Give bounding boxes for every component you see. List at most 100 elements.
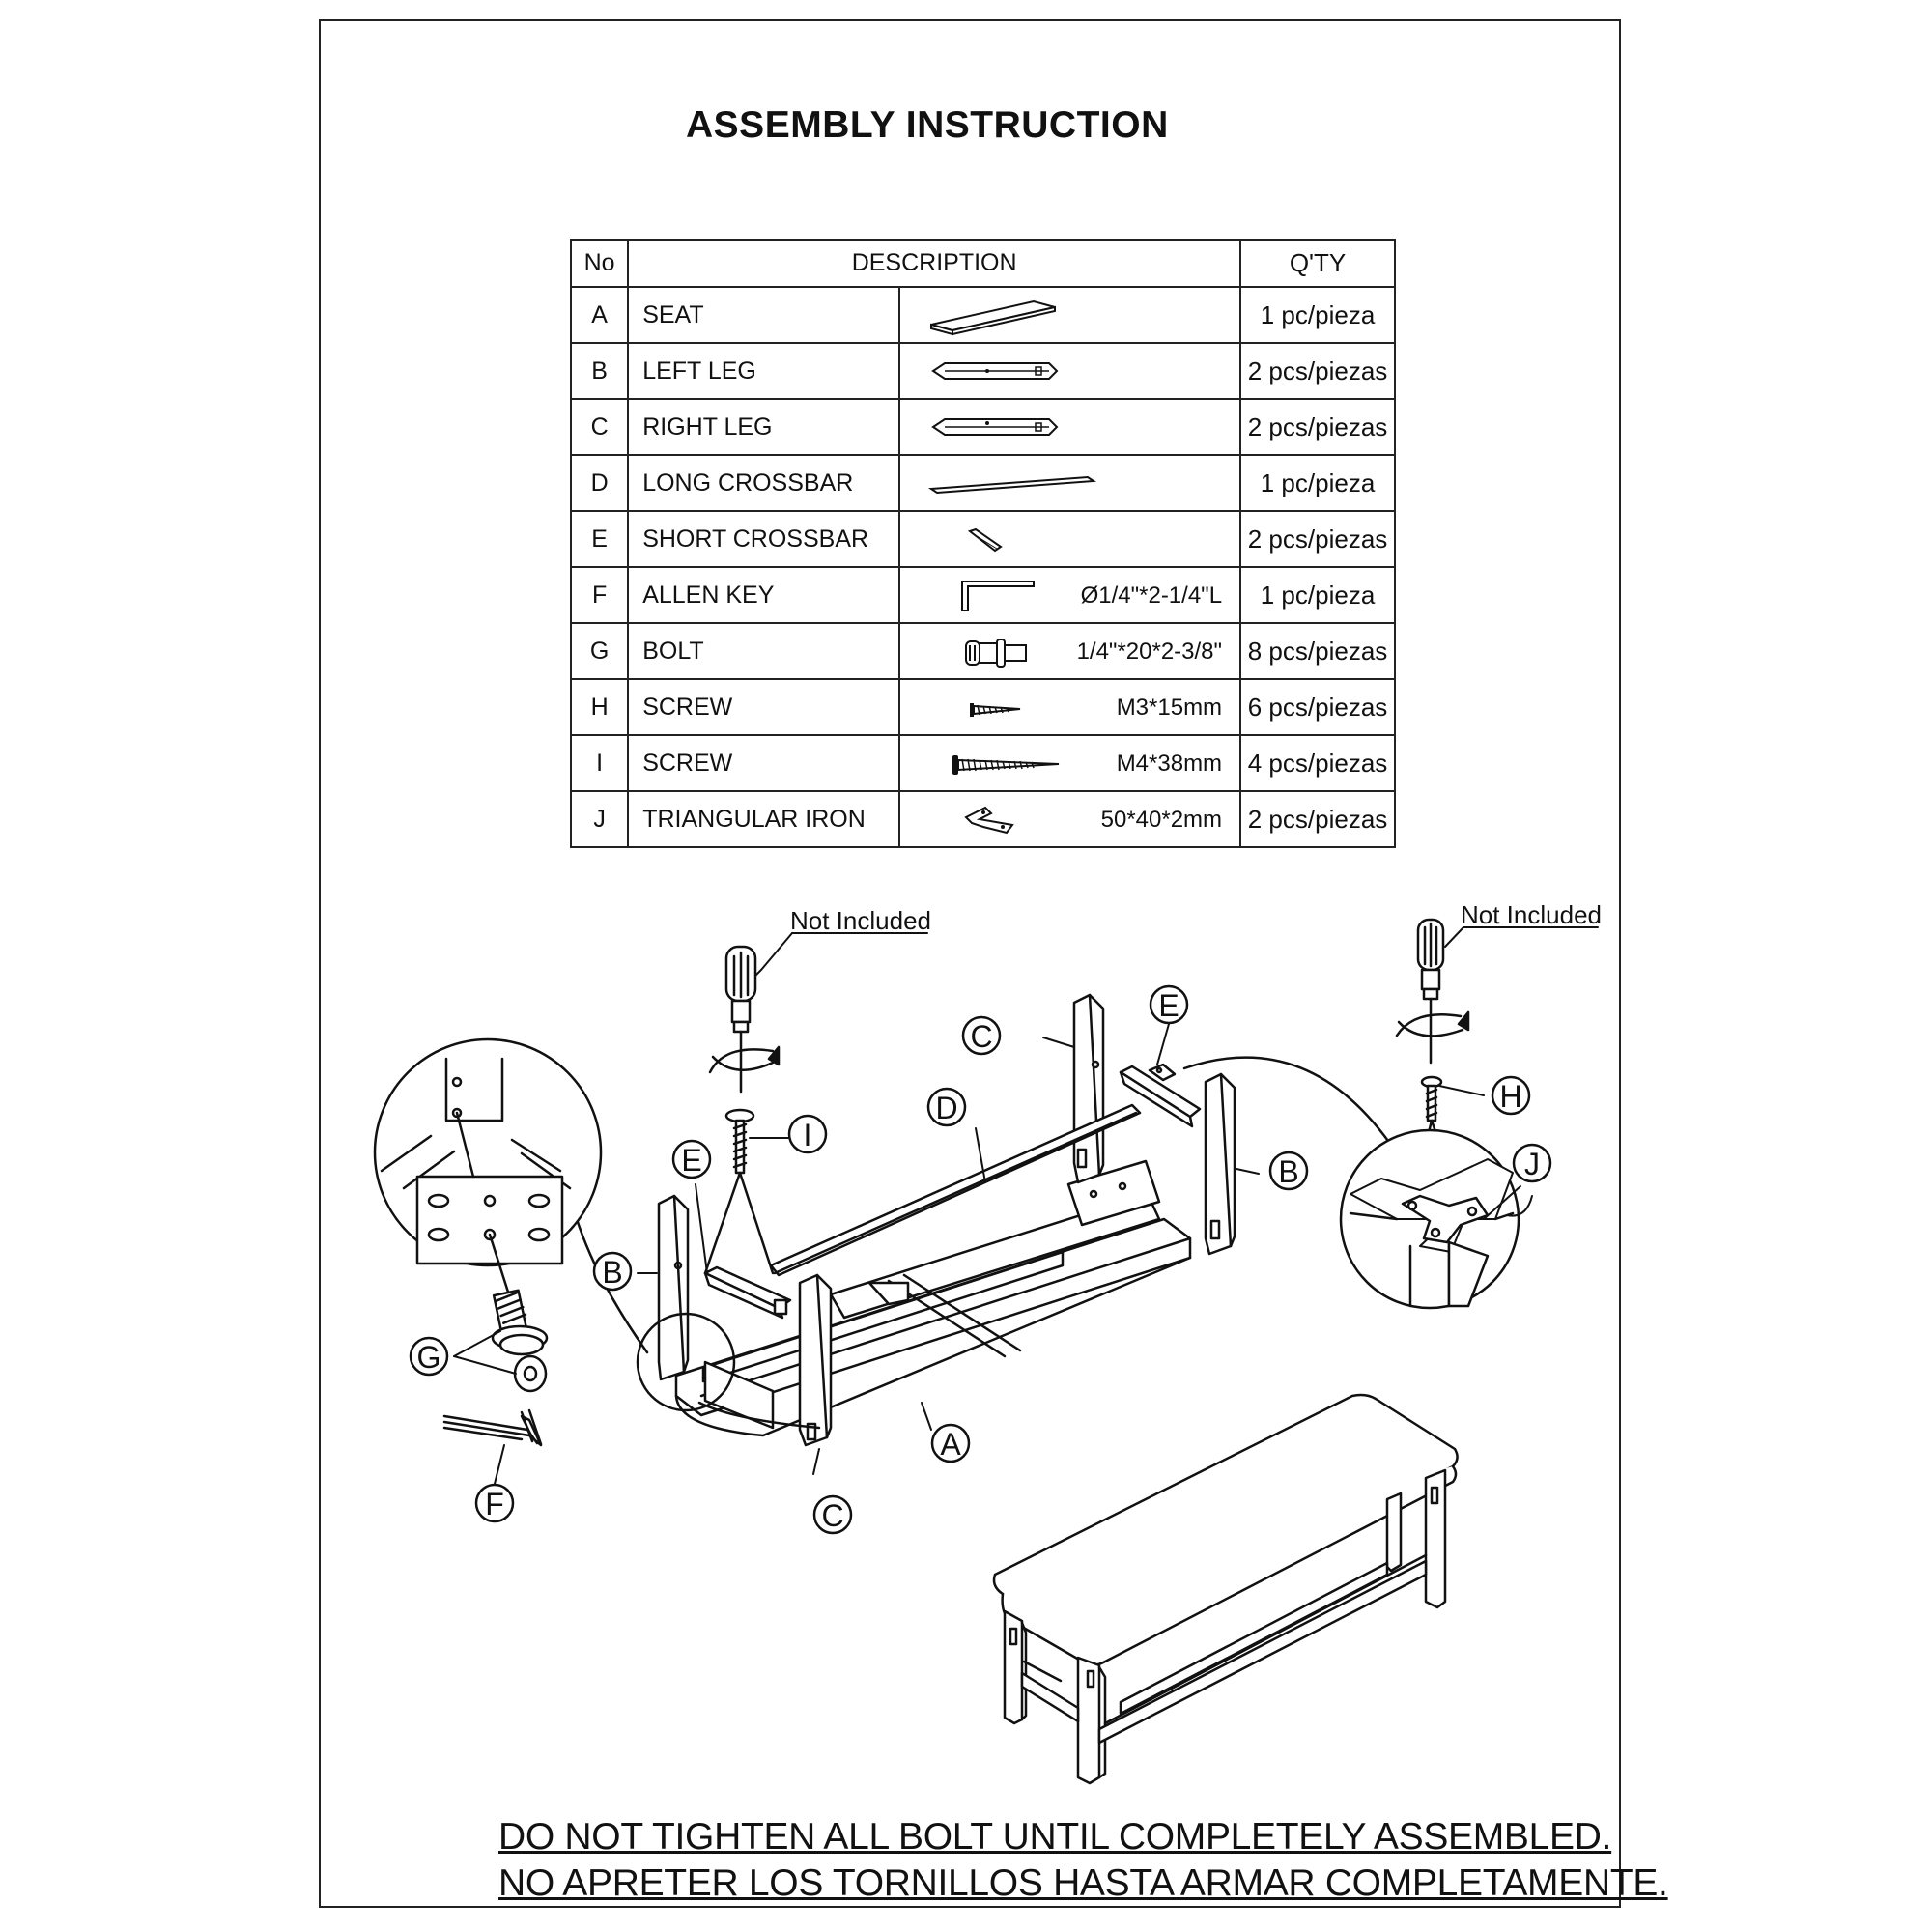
- part-qty: 2 pcs/piezas: [1239, 398, 1396, 456]
- part-description: SEAT: [627, 286, 900, 344]
- assembled-bench: [992, 1393, 1459, 1785]
- part-no: D: [569, 454, 630, 512]
- callout-e-left: [671, 1139, 712, 1179]
- label-e: E: [681, 1143, 701, 1178]
- part-description: LEFT LEG: [627, 342, 900, 400]
- table-row: F ALLEN KEY Ø1/4"*2-1/4"L 1 pc/pieza: [569, 566, 1396, 624]
- not-included-note-left: Not Included: [790, 906, 931, 935]
- part-no: J: [569, 790, 630, 848]
- part-spec: 50*40*2mm: [1100, 807, 1223, 833]
- label-a: A: [940, 1427, 961, 1462]
- part-qty: 8 pcs/piezas: [1239, 622, 1396, 680]
- instruction-sheet: [319, 19, 1621, 1908]
- callout-e-top: [1149, 984, 1189, 1025]
- allen-key-icon: [960, 581, 1035, 611]
- part-description: SCREW: [627, 678, 900, 736]
- label-d: D: [935, 1091, 957, 1125]
- table-row: A SEAT 1 pc/pieza: [569, 286, 1396, 344]
- callout-a: [930, 1423, 971, 1463]
- part-no: A: [569, 286, 630, 344]
- short-crossbar-icon: [967, 527, 1003, 553]
- callout-f: [474, 1483, 515, 1523]
- part-no: B: [569, 342, 630, 400]
- label-g: G: [417, 1340, 441, 1375]
- long-crossbar-icon: [927, 475, 1096, 495]
- small-screw-icon: [969, 703, 1021, 717]
- part-qty: 2 pcs/piezas: [1239, 510, 1396, 568]
- table-row: I SCREW M4*38mm 4 pcs/piezas: [569, 734, 1396, 792]
- warning-english: DO NOT TIGHTEN ALL BOLT UNTIL COMPLETELY…: [498, 1816, 1612, 1858]
- callout-i: [787, 1114, 828, 1154]
- label-j: J: [1524, 1147, 1540, 1181]
- header-no: No: [569, 239, 630, 288]
- callout-b-left: [592, 1251, 633, 1292]
- long-screw-icon: [952, 755, 1060, 775]
- left-leg-icon: [931, 362, 1059, 380]
- table-row: J TRIANGULAR IRON 50*40*2mm 2 pcs/piezas: [569, 790, 1396, 848]
- screwdriver-left: [703, 945, 781, 1275]
- part-no: F: [569, 566, 630, 624]
- leader-lines: [453, 926, 1599, 1485]
- part-spec: Ø1/4"*2-1/4"L: [1080, 582, 1223, 609]
- part-qty: 4 pcs/piezas: [1239, 734, 1396, 792]
- bolt-g-exploded: [491, 1289, 549, 1393]
- allen-key-f: [442, 1408, 543, 1447]
- bolt-detail-callout: [373, 1037, 649, 1354]
- table-row: C RIGHT LEG 2 pcs/piezas: [569, 398, 1396, 456]
- table-row: B LEFT LEG 2 pcs/piezas: [569, 342, 1396, 400]
- part-description: BOLT: [627, 622, 900, 680]
- bolt-icon: [964, 639, 1027, 668]
- right-leg-icon: [931, 418, 1059, 436]
- part-spec: M3*15mm: [1116, 695, 1223, 721]
- part-qty: 2 pcs/piezas: [1239, 342, 1396, 400]
- callout-c-bottom: [812, 1494, 853, 1535]
- label-c: C: [970, 1019, 992, 1054]
- callout-j: [1512, 1143, 1552, 1183]
- part-qty: 6 pcs/piezas: [1239, 678, 1396, 736]
- label-i: I: [804, 1118, 812, 1152]
- label-b: B: [602, 1255, 622, 1290]
- triangular-iron-icon: [964, 806, 1014, 835]
- part-spec: M4*38mm: [1116, 751, 1223, 777]
- part-no: G: [569, 622, 630, 680]
- part-qty: 1 pc/pieza: [1239, 454, 1396, 512]
- seat-icon: [929, 299, 1056, 336]
- bench-frame-upside-down: [636, 993, 1236, 1447]
- table-row: G BOLT 1/4"*20*2-3/8" 8 pcs/piezas: [569, 622, 1396, 680]
- label-b: B: [1278, 1154, 1298, 1189]
- label-c: C: [821, 1498, 843, 1533]
- table-header-row: No DESCRIPTION Q'TY: [569, 239, 1396, 288]
- callout-circles: [409, 984, 1552, 1535]
- callout-g: [409, 1336, 449, 1377]
- header-description: DESCRIPTION: [627, 239, 1242, 288]
- part-spec: 1/4"*20*2-3/8": [1076, 639, 1223, 665]
- callout-c-top: [961, 1015, 1002, 1056]
- parts-table: No DESCRIPTION Q'TY A SEAT 1 pc/pieza B …: [569, 239, 1396, 848]
- part-description: LONG CROSSBAR: [627, 454, 900, 512]
- triangular-iron-detail-callout: [1182, 1056, 1520, 1310]
- part-no: E: [569, 510, 630, 568]
- part-description: ALLEN KEY: [627, 566, 900, 624]
- part-qty: 1 pc/pieza: [1239, 286, 1396, 344]
- table-row: H SCREW M3*15mm 6 pcs/piezas: [569, 678, 1396, 736]
- part-no: H: [569, 678, 630, 736]
- part-description: SHORT CROSSBAR: [627, 510, 900, 568]
- label-h: H: [1499, 1079, 1521, 1114]
- callout-d: [926, 1087, 967, 1127]
- part-description: RIGHT LEG: [627, 398, 900, 456]
- label-e: E: [1158, 988, 1179, 1023]
- header-qty: Q'TY: [1239, 239, 1396, 288]
- part-no: C: [569, 398, 630, 456]
- table-row: D LONG CROSSBAR 1 pc/pieza: [569, 454, 1396, 512]
- not-included-note-right: Not Included: [1461, 900, 1602, 929]
- table-row: E SHORT CROSSBAR 2 pcs/piezas: [569, 510, 1396, 568]
- part-description: TRIANGULAR IRON: [627, 790, 900, 848]
- part-description: SCREW: [627, 734, 900, 792]
- part-no: I: [569, 734, 630, 792]
- callout-h: [1491, 1075, 1531, 1116]
- part-qty: 1 pc/pieza: [1239, 566, 1396, 624]
- callout-b-right: [1268, 1151, 1309, 1191]
- part-qty: 2 pcs/piezas: [1239, 790, 1396, 848]
- warning-spanish: NO APRETER LOS TORNILLOS HASTA ARMAR COM…: [498, 1862, 1668, 1904]
